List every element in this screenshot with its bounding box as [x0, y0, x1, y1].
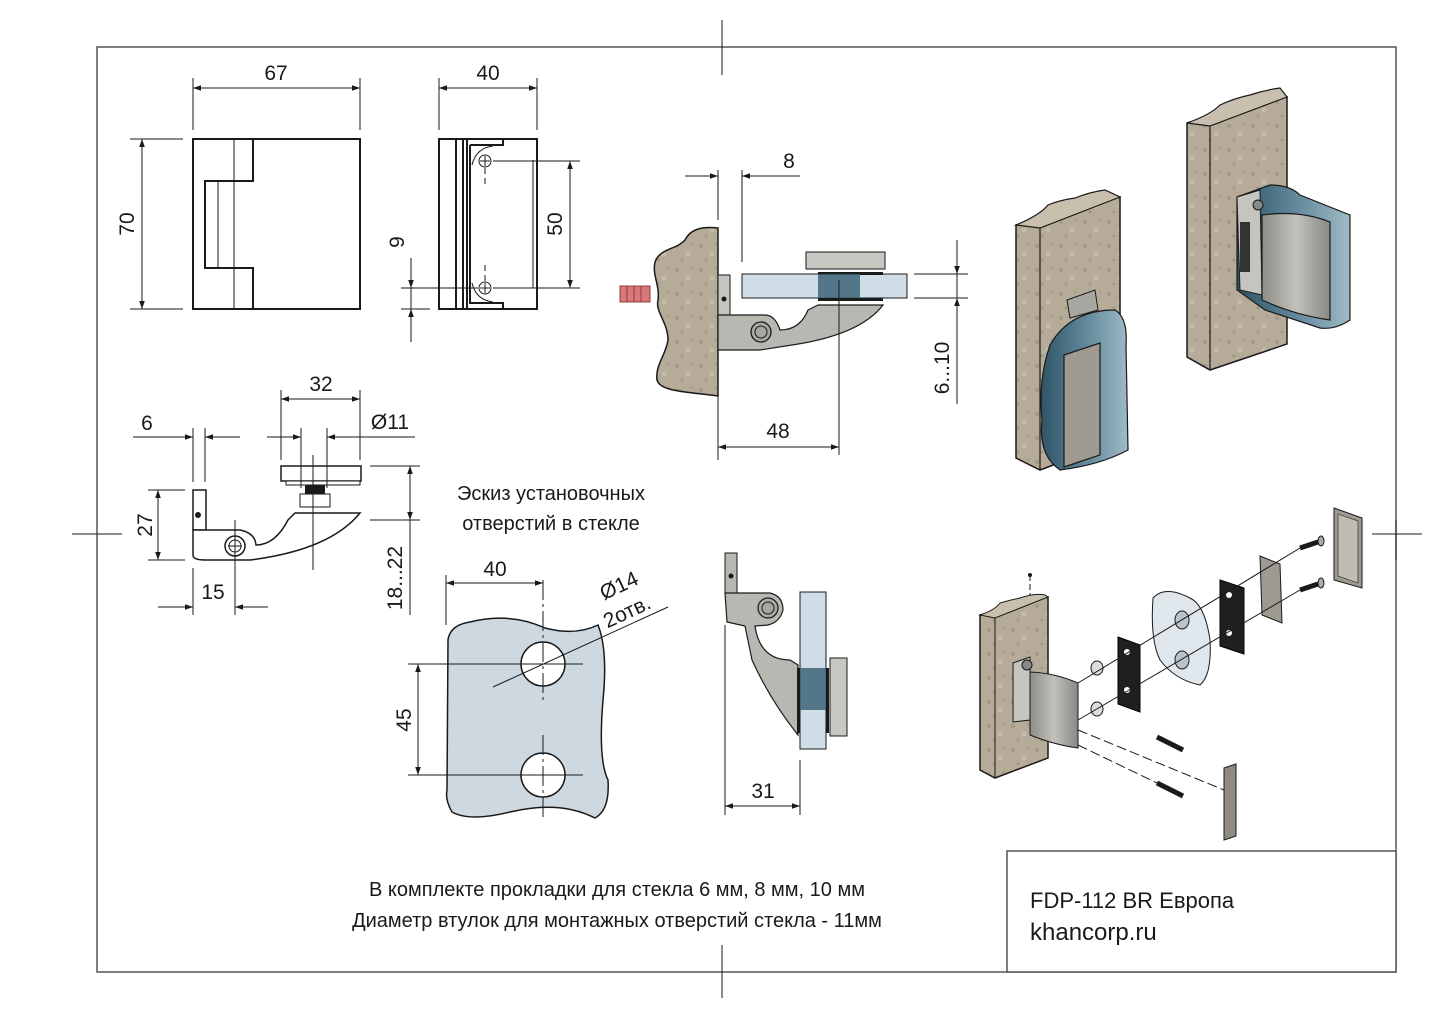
dim-depth: 48: [766, 420, 789, 443]
dim-plate: 6: [141, 412, 153, 435]
dim-pivot: 15: [201, 581, 224, 604]
notes: В комплекте прокладки для стекла 6 мм, 8…: [352, 879, 882, 932]
sketch-title-line2: отверстий в стекле: [462, 513, 640, 535]
section-view: 6 32 Ø11 27 15 18...22: [133, 373, 420, 615]
dim-spacing: 45: [393, 708, 416, 731]
dim-gap: 8: [783, 150, 795, 173]
dim-height: 27: [134, 513, 157, 536]
dim-range: 18...22: [384, 546, 407, 610]
dim-hole-spacing: 50: [544, 212, 567, 235]
dim-front-width: 67: [264, 62, 287, 85]
iso-view-closed: [1013, 189, 1129, 471]
product-name: FDP-112 BR Европа: [1030, 888, 1235, 913]
note-bushing: Диаметр втулок для монтажных отверстий с…: [352, 910, 882, 932]
hole-sketch: Эскиз установочных отверстий в стекле 40…: [393, 483, 669, 820]
wall-section: [653, 226, 719, 397]
sketch-title-line1: Эскиз установочных: [457, 483, 645, 505]
dim-hole-offset: 9: [386, 236, 409, 248]
top-view: 8 48 6...10: [619, 150, 968, 460]
dim-front-height: 70: [116, 212, 139, 235]
front-view: 67 70: [116, 62, 361, 310]
dim-glass-thickness: 6...10: [931, 342, 954, 395]
dim-side-width: 40: [476, 62, 499, 85]
drawing-frame: [72, 20, 1422, 998]
iso-view-open: [1186, 87, 1351, 371]
side-view: 40 50 9: [386, 62, 580, 342]
exploded-view: [978, 507, 1363, 841]
dim-edge: 40: [483, 558, 506, 581]
dim-end-width: 31: [751, 780, 774, 803]
website: khancorp.ru: [1030, 919, 1157, 946]
dim-clamp: 32: [309, 373, 332, 396]
wall-anchor: [619, 285, 651, 303]
dim-bushing: Ø11: [371, 411, 409, 434]
note-gaskets: В комплекте прокладки для стекла 6 мм, 8…: [369, 879, 865, 901]
hinge-arm: [717, 304, 885, 351]
end-view: 31: [724, 552, 848, 815]
title-block: FDP-112 BR Европа khancorp.ru: [1006, 850, 1397, 973]
